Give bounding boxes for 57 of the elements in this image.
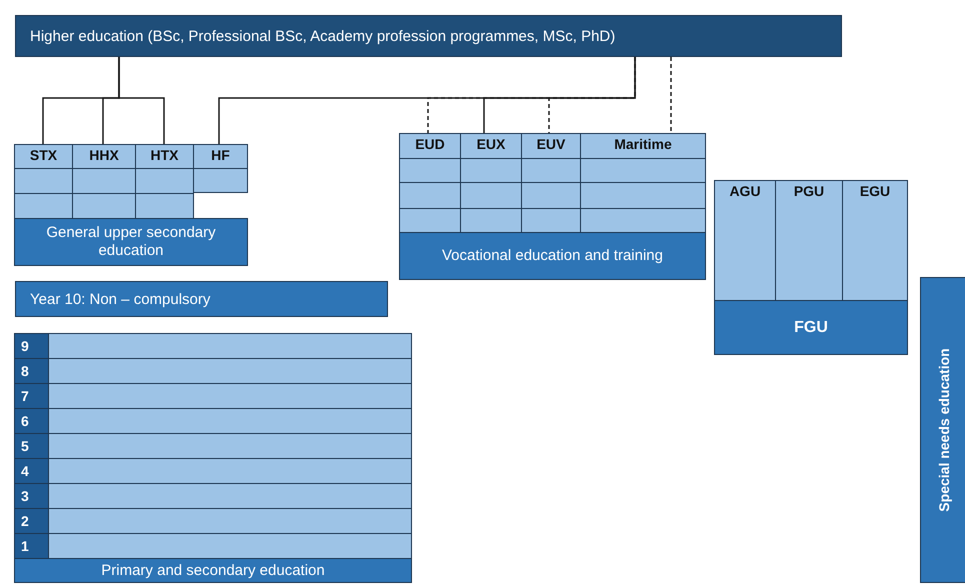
programme-column bbox=[842, 180, 908, 301]
programme-label: HHX bbox=[89, 146, 119, 165]
grade-row bbox=[14, 433, 412, 459]
grade-number: 3 bbox=[15, 484, 49, 508]
stage-label: Special needs education bbox=[936, 348, 952, 512]
grade-row bbox=[14, 358, 412, 384]
programme-column bbox=[775, 180, 843, 301]
stage-label: Primary and secondary education bbox=[101, 562, 325, 580]
programme-column bbox=[135, 144, 194, 219]
stage-label: FGU bbox=[794, 318, 828, 338]
stage-band bbox=[714, 300, 908, 355]
dashed-connector bbox=[670, 57, 672, 133]
stage-band bbox=[14, 218, 248, 266]
connector-line bbox=[118, 57, 165, 144]
grade-row bbox=[14, 508, 412, 534]
programme-column bbox=[580, 133, 706, 233]
grade-number: 6 bbox=[15, 409, 49, 433]
programme-label: AGU bbox=[729, 182, 761, 201]
programme-label: EUV bbox=[536, 135, 566, 154]
grade-row bbox=[14, 333, 412, 359]
grade-number: 5 bbox=[15, 434, 49, 458]
level-label: Year 10: Non – compulsory bbox=[30, 290, 210, 308]
programme-label: HTX bbox=[150, 146, 178, 165]
grade-number: 4 bbox=[15, 459, 49, 483]
programme-label: EGU bbox=[860, 182, 890, 201]
programme-column bbox=[521, 133, 581, 233]
grade-number: 9 bbox=[15, 334, 49, 358]
programme-label: EUX bbox=[476, 135, 506, 154]
programme-label: STX bbox=[30, 146, 58, 165]
stage-band bbox=[399, 232, 706, 280]
stage-label: General upper secondary education bbox=[45, 224, 217, 260]
programme-column bbox=[460, 133, 522, 233]
grade-row bbox=[14, 383, 412, 409]
programme-column bbox=[399, 133, 461, 233]
stage-label: Vocational education and training bbox=[442, 247, 663, 265]
level-label: Higher education (BSc, Professional BSc, Academy profession programmes, MSc, PhD) bbox=[30, 28, 616, 44]
grade-row bbox=[14, 408, 412, 434]
grade-row bbox=[14, 533, 412, 559]
grade-row bbox=[14, 458, 412, 484]
grade-number: 1 bbox=[15, 534, 49, 558]
stage-band bbox=[14, 558, 412, 583]
programme-label: HF bbox=[211, 146, 230, 165]
programme-column bbox=[193, 144, 248, 193]
programme-column bbox=[714, 180, 776, 301]
programme-label: EUD bbox=[415, 135, 445, 154]
grade-row bbox=[14, 483, 412, 509]
grade-number: 7 bbox=[15, 384, 49, 408]
grade-number: 8 bbox=[15, 359, 49, 383]
programme-column bbox=[14, 144, 73, 219]
grade-number: 2 bbox=[15, 509, 49, 533]
programme-label: PGU bbox=[794, 182, 824, 201]
programme-column bbox=[72, 144, 136, 219]
level-box bbox=[15, 281, 388, 317]
dashed-connector bbox=[548, 57, 636, 133]
stage-band bbox=[920, 277, 965, 583]
programme-label: Maritime bbox=[614, 135, 672, 154]
level-box bbox=[15, 15, 842, 57]
